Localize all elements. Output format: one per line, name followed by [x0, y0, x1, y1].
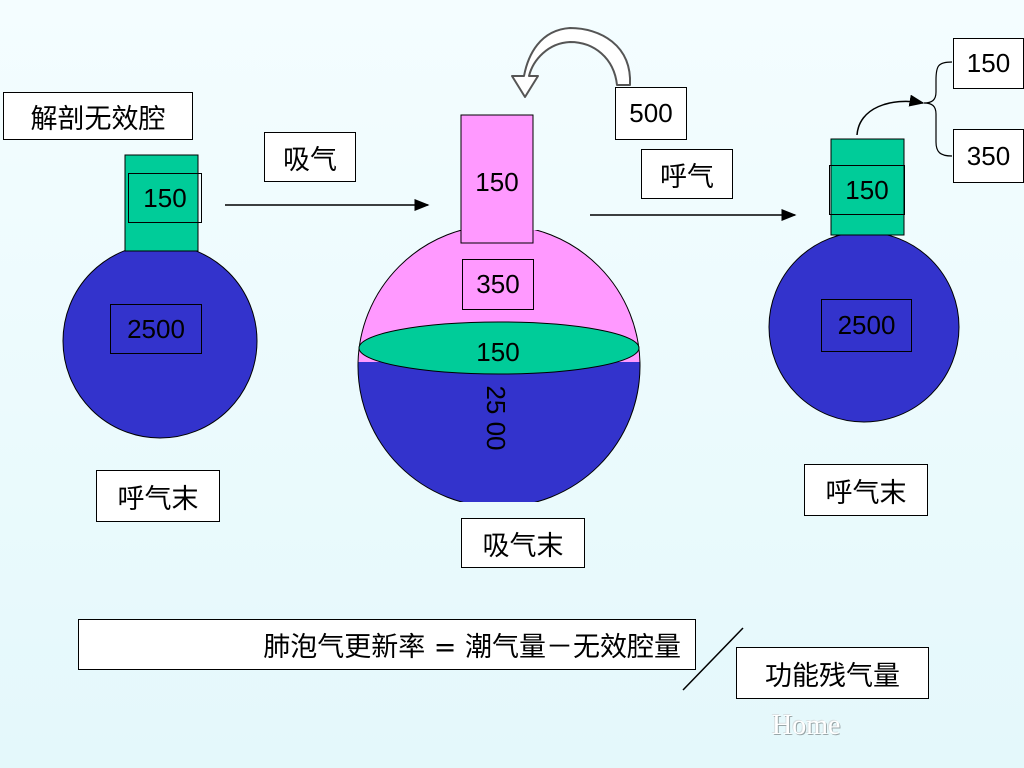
mid-airway-fresh-air [460, 114, 534, 244]
end-expiration-right-label: 呼气末 [804, 464, 928, 516]
mid-old-dead-space-air [358, 321, 640, 375]
frc-label: 功能残气量 [736, 647, 929, 699]
end-expiration-left-label: 呼气末 [96, 470, 220, 522]
left-dead-space-value: 150 [128, 173, 202, 223]
split-brace [923, 61, 953, 157]
right-curved-arrow [856, 94, 925, 136]
mid-fresh-air-value: 350 [462, 259, 534, 310]
anatomic-dead-space-label: 解剖无效腔 [3, 92, 193, 140]
right-residual-value: 2500 [821, 299, 912, 352]
end-inspiration-label: 吸气末 [461, 518, 585, 568]
split-dead-space-value: 150 [953, 38, 1024, 89]
split-alveolar-value: 350 [953, 129, 1024, 183]
right-airway-dead-space [830, 138, 905, 236]
inhale-label: 吸气 [264, 132, 356, 182]
mid-alveoli-residual [357, 362, 641, 502]
home-link[interactable]: Home [772, 710, 841, 741]
formula-box: 肺泡气更新率 = 潮气量－无效腔量 [78, 619, 696, 670]
tidal-volume-value: 500 [615, 87, 687, 140]
right-dead-space-value: 150 [829, 165, 905, 215]
mid-airway-value: 150 [475, 166, 519, 197]
divider-line [682, 627, 744, 691]
left-residual-value: 2500 [110, 304, 202, 354]
tidal-curved-arrow [511, 27, 632, 98]
left-airway-dead-space [124, 154, 199, 252]
mid-residual-value: 25 00 [481, 385, 511, 451]
mid-old-air-value: 150 [476, 336, 520, 367]
exhale-label: 呼气 [641, 149, 733, 199]
